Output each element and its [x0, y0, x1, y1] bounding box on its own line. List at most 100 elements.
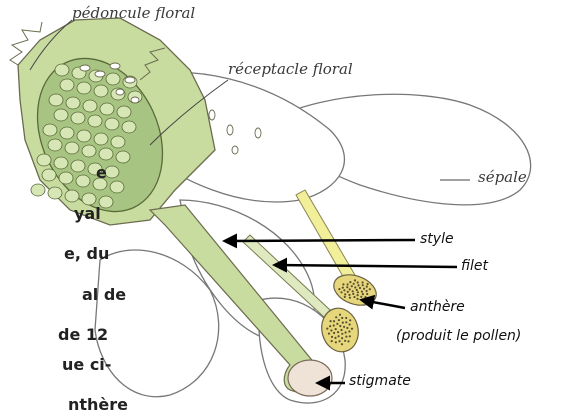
ovule-cell — [31, 184, 45, 196]
pollen-grain — [335, 341, 337, 343]
ovule-cell — [111, 136, 125, 148]
ovule-cell — [117, 106, 131, 118]
pollen-grain — [335, 328, 337, 330]
pollen-grain — [328, 333, 330, 335]
pollen-grain — [330, 320, 332, 322]
pollen-grain — [340, 291, 342, 293]
ovule-cell — [37, 154, 51, 166]
pollen-grain — [349, 297, 351, 299]
label-anthere-note: (produit le pollen) — [396, 328, 521, 344]
pollen-grain — [333, 332, 335, 334]
pollen-grain — [346, 286, 348, 288]
pollen-grain — [330, 329, 332, 331]
pollen-grain — [349, 319, 351, 321]
bg-line-7: nthère — [68, 395, 128, 414]
pollen-grain — [366, 286, 368, 288]
pollen-grain — [342, 287, 344, 289]
ovule-cell — [71, 112, 85, 124]
ovule-cell — [49, 94, 63, 106]
ovule-cell — [66, 97, 80, 109]
anther-1 — [330, 269, 381, 310]
ovule-cell — [122, 121, 136, 133]
pollen-grain — [344, 340, 346, 342]
ovule-cell — [71, 160, 85, 172]
pollen-grain — [357, 294, 359, 296]
bg-line-2: yal — [74, 204, 101, 223]
pollen-grain — [339, 314, 341, 316]
pollen-grain — [343, 289, 345, 291]
pollen-grain — [367, 283, 369, 285]
pollen-grain — [329, 325, 331, 327]
pollen-grain — [333, 324, 335, 326]
ovule-cell — [94, 133, 108, 145]
pollen-grain — [356, 289, 358, 291]
pollen-grain — [333, 320, 335, 322]
pollen-grain — [359, 287, 361, 289]
pollen-grain — [345, 336, 347, 338]
pollen-grain — [345, 317, 347, 319]
pollen-grain — [351, 328, 353, 330]
pollen-grain — [354, 286, 356, 288]
pollen-grain — [369, 288, 371, 290]
ovule-cell — [48, 187, 62, 199]
bg-line-1: e — [96, 163, 107, 182]
pollen-grain — [346, 327, 348, 329]
pollen-grain — [361, 291, 363, 293]
ovule-cell — [54, 109, 68, 121]
ovule-cell — [55, 64, 69, 76]
ovule-cell — [82, 145, 96, 157]
pollen-grain — [357, 281, 359, 283]
pollen-grain — [341, 317, 343, 319]
ovule-cell — [60, 127, 74, 139]
pollen-grain — [349, 323, 351, 325]
pollen-grain — [340, 329, 342, 331]
pollen-grain — [345, 331, 347, 333]
ovule-cell — [43, 124, 57, 136]
label-anthere: anthère — [410, 299, 465, 315]
pollen-grain — [347, 291, 349, 293]
pollen-grain — [349, 288, 351, 290]
pollen-grain — [360, 296, 362, 298]
pollen-grain — [357, 291, 359, 293]
pollen-grain — [341, 333, 343, 335]
ovule-cell — [76, 175, 90, 187]
pollen-grain — [363, 288, 365, 290]
pollen-grain — [356, 298, 358, 300]
pollen-grain — [341, 337, 343, 339]
pollen-grain — [347, 340, 349, 342]
ovule-cell — [88, 115, 102, 127]
bg-line-6: ue ci- — [62, 355, 111, 374]
label-receptacle: réceptacle floral — [228, 60, 353, 78]
pollen-grain — [364, 296, 366, 298]
pollen-grain — [335, 316, 337, 318]
label-stigmate: stigmate — [349, 373, 411, 389]
pollen-grain — [362, 284, 364, 286]
pollen-grain — [326, 328, 328, 330]
ovule-cell — [99, 148, 113, 160]
pollen-grain — [348, 330, 350, 332]
pollen-grain — [342, 283, 344, 285]
label-pedoncule: pédoncule floral — [72, 4, 195, 22]
ovule-cell — [94, 85, 108, 97]
pollen-grain — [353, 296, 355, 298]
ovule-cell — [77, 82, 91, 94]
label-filet: filet — [461, 258, 488, 274]
ovule-cell — [106, 73, 120, 85]
pollen-grain — [334, 337, 336, 339]
pollen-grain — [339, 325, 341, 327]
pollen-grain — [341, 343, 343, 345]
bg-line-5: de 12 — [58, 325, 108, 344]
pollen-grain — [366, 290, 368, 292]
pollen-grain — [353, 283, 355, 285]
pollen-grain — [344, 293, 346, 295]
ovule-cell — [48, 139, 62, 151]
pollen-grain — [343, 326, 345, 328]
ovule-cell — [105, 166, 119, 178]
bg-line-4: al de — [82, 285, 126, 304]
pollen-grain — [338, 319, 340, 321]
pollen-grain — [344, 296, 346, 298]
ovule-cell — [65, 142, 79, 154]
bg-line-3: e, du — [64, 244, 109, 263]
label-style: style — [420, 231, 454, 247]
pollen-grain — [338, 335, 340, 337]
